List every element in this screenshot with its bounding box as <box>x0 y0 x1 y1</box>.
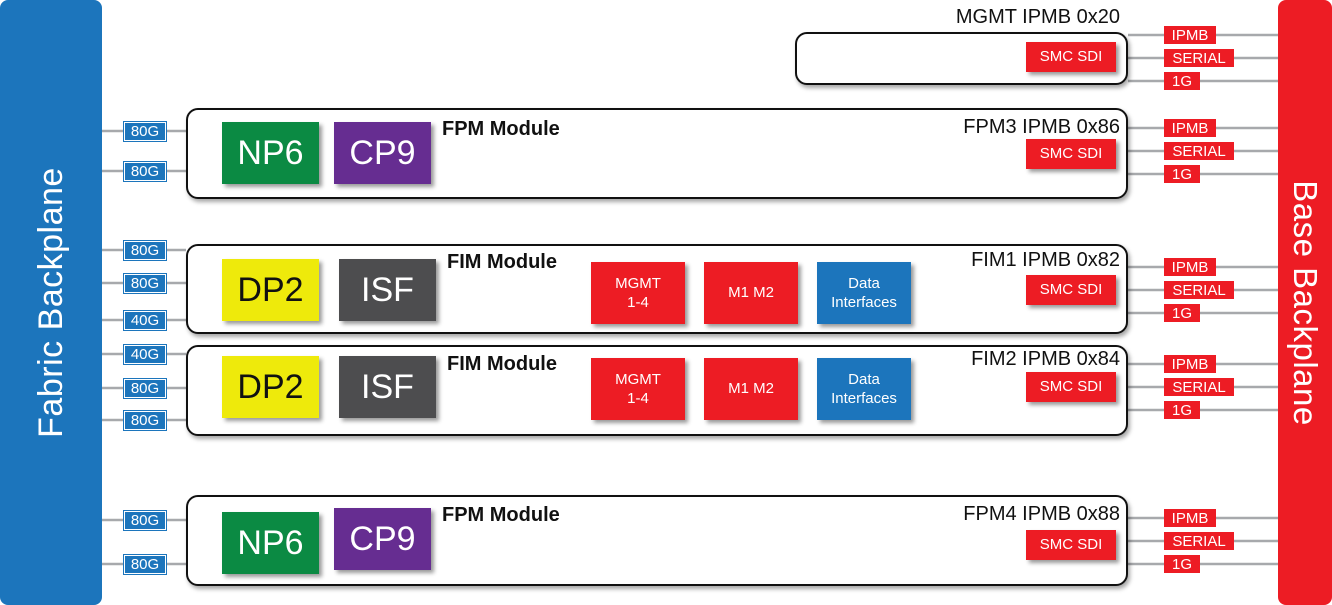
fim2-ipmb-port: IPMB <box>1164 355 1216 373</box>
fpm4-serial-port: SERIAL <box>1164 532 1234 550</box>
fabric-port-tag: 80G <box>123 378 167 399</box>
fabric-port-tag: 80G <box>123 121 167 142</box>
fpm3-np6-chip: NP6 <box>222 122 319 184</box>
fpm4-ipmb-label: FPM4 IPMB 0x88 <box>963 503 1120 525</box>
fpm4-ipmb-port: IPMB <box>1164 509 1216 527</box>
fabric-port-tag: 80G <box>123 554 167 575</box>
fim1-isf-chip: ISF <box>339 259 436 321</box>
fim2-isf-chip: ISF <box>339 356 436 418</box>
fabric-port-tag: 40G <box>123 344 167 365</box>
mgmt-ipmb-port: IPMB <box>1164 26 1216 44</box>
fpm4-np6-chip: NP6 <box>222 512 319 574</box>
fim2-mgmt-ports: MGMT 1-4 <box>591 358 685 420</box>
fim1-1g-port: 1G <box>1164 304 1200 322</box>
mgmt-serial-port: SERIAL <box>1164 49 1234 67</box>
fim2-title: FIM Module <box>447 353 557 375</box>
fabric-port-tag: 80G <box>123 273 167 294</box>
base-backplane-label: Base Backplane <box>1287 179 1324 426</box>
fim1-dp2-chip: DP2 <box>222 259 319 321</box>
fpm3-smc-sdi: SMC SDI <box>1026 139 1116 169</box>
fim2-ipmb-label: FIM2 IPMB 0x84 <box>971 348 1120 370</box>
fpm3-ipmb-label: FPM3 IPMB 0x86 <box>963 116 1120 138</box>
fpm3-ipmb-port: IPMB <box>1164 119 1216 137</box>
mgmt-ipmb-label: MGMT IPMB 0x20 <box>955 6 1120 28</box>
fabric-port-tag: 80G <box>123 510 167 531</box>
fpm4-title: FPM Module <box>442 504 560 526</box>
fpm3-title: FPM Module <box>442 118 560 140</box>
fpm3-serial-port: SERIAL <box>1164 142 1234 160</box>
mgmt-1g-port: 1G <box>1164 72 1200 90</box>
fim1-data-interfaces: Data Interfaces <box>817 262 911 324</box>
fim1-smc-sdi: SMC SDI <box>1026 275 1116 305</box>
fim1-title: FIM Module <box>447 251 557 273</box>
fim2-dp2-chip: DP2 <box>222 356 319 418</box>
fpm4-cp9-chip: CP9 <box>334 508 431 570</box>
fpm4-smc-sdi: SMC SDI <box>1026 530 1116 560</box>
fpm3-cp9-chip: CP9 <box>334 122 431 184</box>
mgmt-smc-sdi: SMC SDI <box>1026 42 1116 72</box>
fim1-serial-port: SERIAL <box>1164 281 1234 299</box>
fim2-data-interfaces: Data Interfaces <box>817 358 911 420</box>
fabric-port-tag: 40G <box>123 310 167 331</box>
fim1-mgmt-ports: MGMT 1-4 <box>591 262 685 324</box>
fim2-serial-port: SERIAL <box>1164 378 1234 396</box>
fim1-ipmb-label: FIM1 IPMB 0x82 <box>971 249 1120 271</box>
fabric-port-tag: 80G <box>123 240 167 261</box>
fim1-ipmb-port: IPMB <box>1164 258 1216 276</box>
base-backplane: Base Backplane <box>1278 0 1332 605</box>
fabric-port-tag: 80G <box>123 161 167 182</box>
fabric-port-tag: 80G <box>123 410 167 431</box>
fim2-1g-port: 1G <box>1164 401 1200 419</box>
fabric-backplane: Fabric Backplane <box>0 0 102 605</box>
fabric-backplane-label: Fabric Backplane <box>31 167 70 438</box>
fim2-m1m2-ports: M1 M2 <box>704 358 798 420</box>
fim2-smc-sdi: SMC SDI <box>1026 372 1116 402</box>
fpm4-1g-port: 1G <box>1164 555 1200 573</box>
fim1-m1m2-ports: M1 M2 <box>704 262 798 324</box>
fpm3-1g-port: 1G <box>1164 165 1200 183</box>
